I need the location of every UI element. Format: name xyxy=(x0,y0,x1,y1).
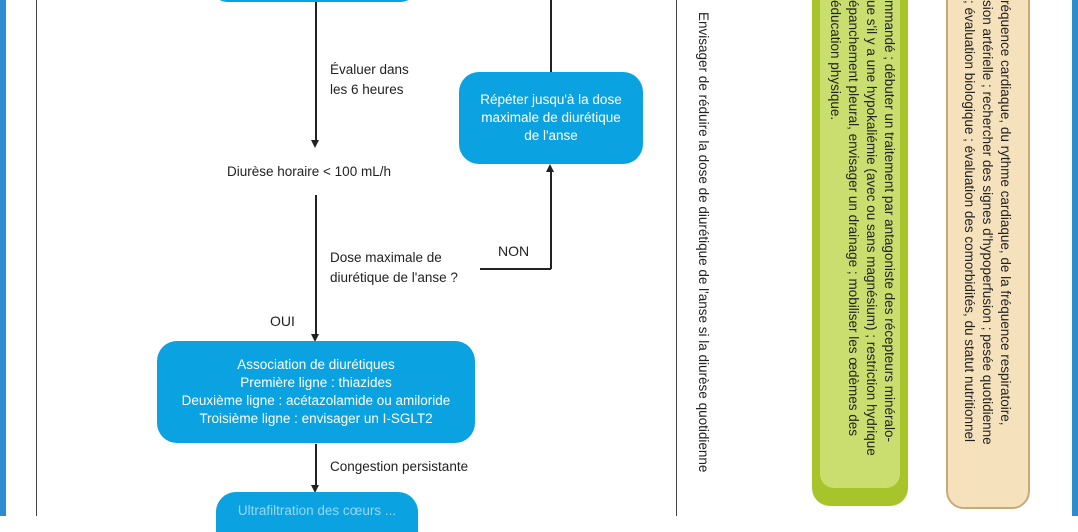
arrow-to-association xyxy=(311,334,319,342)
max-dose-question: Dose maximale de diurétique de l'anse ? xyxy=(330,250,458,285)
connector-diuresis-to-question xyxy=(315,195,317,335)
reduce-dose-side-text: Envisager de réduire la dose de diurétiq… xyxy=(696,12,711,473)
green-panel-inner xyxy=(820,0,900,488)
left-frame-border xyxy=(0,0,6,516)
connector-association-to-bottom xyxy=(315,444,317,486)
bottom-box-partial: Ultrafiltration des cœurs ... xyxy=(216,492,418,532)
connector-top-to-diuresis xyxy=(315,2,317,140)
connector-non-vertical xyxy=(550,172,552,269)
evaluate-label: Évaluer dans les 6 heures xyxy=(330,62,409,97)
arrow-to-diuresis xyxy=(311,140,319,148)
green-panel-text: mmandé ; débuter un traitement par antag… xyxy=(828,0,897,456)
diuretic-association-box: Association de diurétiques Première lign… xyxy=(157,341,475,443)
beige-panel xyxy=(946,0,1030,509)
left-panel-divider xyxy=(36,0,37,516)
beige-panel-text: réquence cardiaque, du rythme cardiaque,… xyxy=(962,0,1013,445)
diuresis-text: Diurèse horaire < 100 mL/h xyxy=(227,164,391,179)
persistent-congestion-label: Congestion persistante xyxy=(330,459,469,474)
no-label: NON xyxy=(498,243,530,259)
connector-non-horizontal xyxy=(480,268,551,270)
repeat-max-dose-box: Répéter jusqu'à la dose maximale de diur… xyxy=(459,72,643,164)
arrow-to-bottom-box xyxy=(311,485,319,493)
top-box-partial xyxy=(213,0,415,2)
connector-repeat-to-top xyxy=(550,0,552,72)
arrow-to-repeat-box xyxy=(546,164,554,172)
right-panel-divider xyxy=(676,0,677,516)
right-frame-border xyxy=(1072,0,1078,516)
yes-label: OUI xyxy=(270,313,295,329)
